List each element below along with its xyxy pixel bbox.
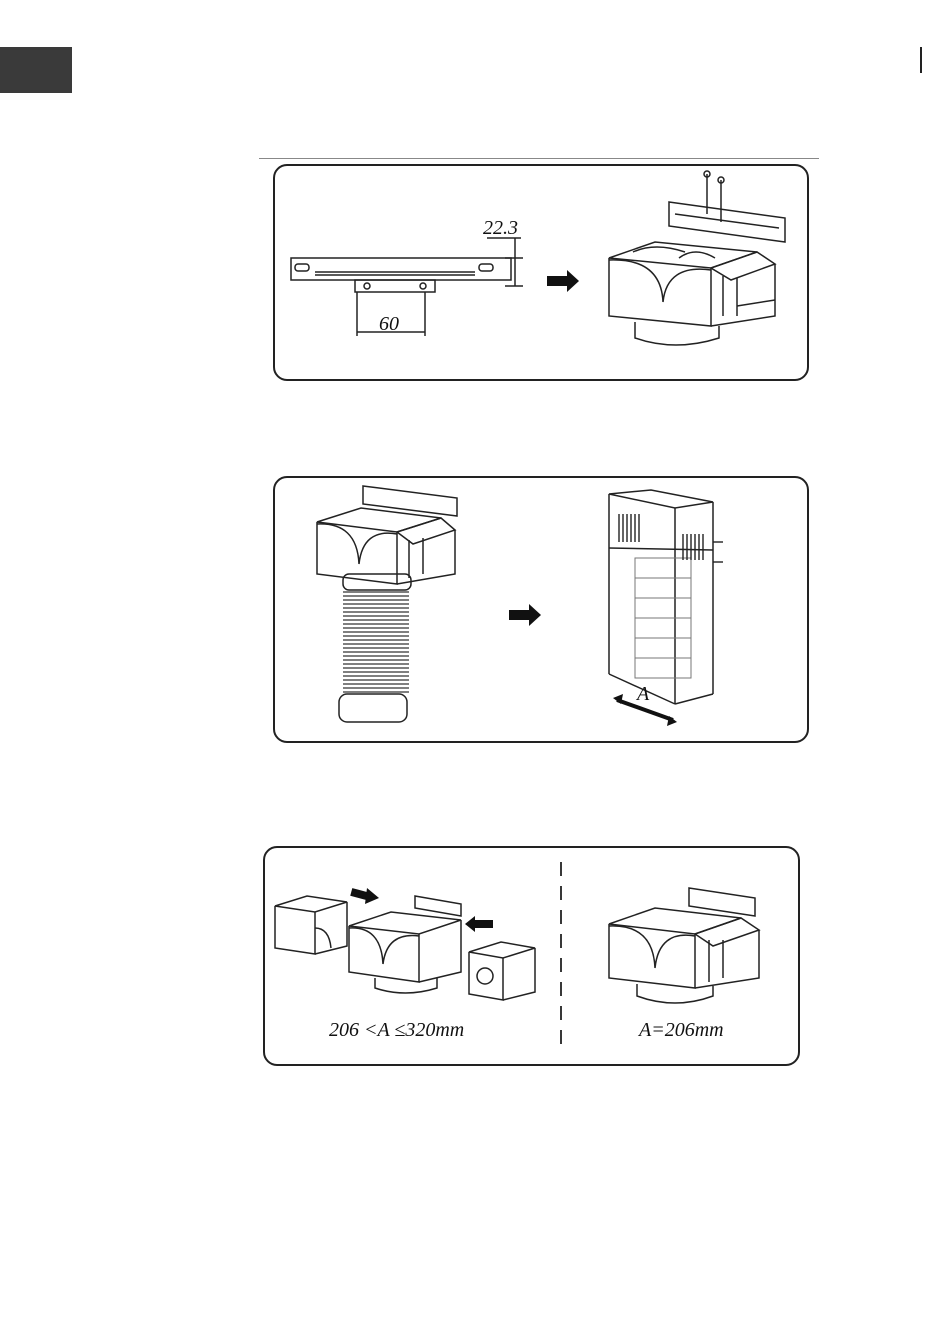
figure-bracket-drawing: 22.3 60 xyxy=(275,166,807,379)
adapter-center xyxy=(349,896,461,993)
hose-corrugation xyxy=(343,592,409,692)
page-tab-marker xyxy=(0,47,72,93)
arrow-right-icon xyxy=(350,888,379,904)
adapter-assembly xyxy=(609,171,785,345)
section-rule xyxy=(259,158,819,159)
figure-extension-drawing: 206 <A ≤320mm A=206mm xyxy=(265,848,798,1064)
dim-height-label: 22.3 xyxy=(483,217,518,239)
dim-width-label: 60 xyxy=(379,313,399,335)
vent-grille xyxy=(619,514,723,562)
figure-width-options: 206 <A ≤320mm A=206mm xyxy=(263,846,800,1066)
bracket-plate xyxy=(291,258,511,280)
arrow-right-icon xyxy=(547,270,579,292)
figure-hose-drawing: A xyxy=(275,478,807,741)
figure-hose-cover: A xyxy=(273,476,809,743)
adapter-right xyxy=(609,888,759,1003)
extension-right xyxy=(469,942,535,1000)
extension-left xyxy=(275,896,347,954)
cover-column xyxy=(609,490,713,704)
fixed-caption: A=206mm xyxy=(637,1019,724,1041)
dim-a-label: A xyxy=(635,683,650,705)
hidden-hose xyxy=(635,558,691,678)
bracket-tab xyxy=(355,280,435,292)
page-edge-mark xyxy=(920,47,922,73)
figure-bracket-mounting: 22.3 60 xyxy=(273,164,809,381)
arrow-left-icon xyxy=(465,916,493,932)
range-caption: 206 <A ≤320mm xyxy=(329,1019,464,1041)
screw-icon xyxy=(704,171,724,222)
arrow-right-icon xyxy=(509,604,541,626)
